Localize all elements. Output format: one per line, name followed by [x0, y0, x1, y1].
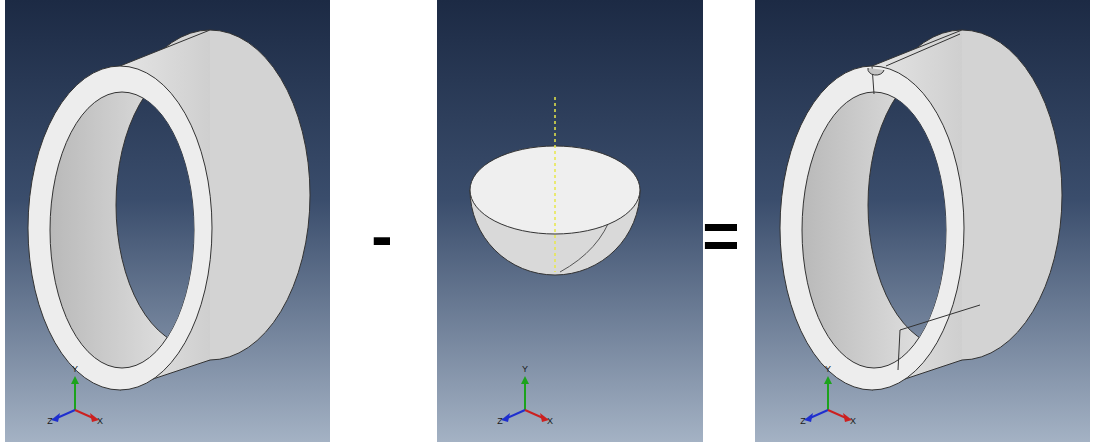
operator-symbol: =: [702, 204, 739, 268]
axis-label: X: [850, 417, 856, 426]
axis-label: Y: [825, 365, 831, 374]
axis-label: X: [547, 417, 553, 426]
axis-label: Z: [800, 417, 806, 426]
axis-label: Z: [497, 417, 503, 426]
axis-label: Z: [47, 417, 53, 426]
axis-label: Y: [72, 365, 78, 374]
axis-label: Y: [522, 365, 528, 374]
axis-label: X: [97, 417, 103, 426]
operator-symbol: -: [371, 204, 392, 268]
